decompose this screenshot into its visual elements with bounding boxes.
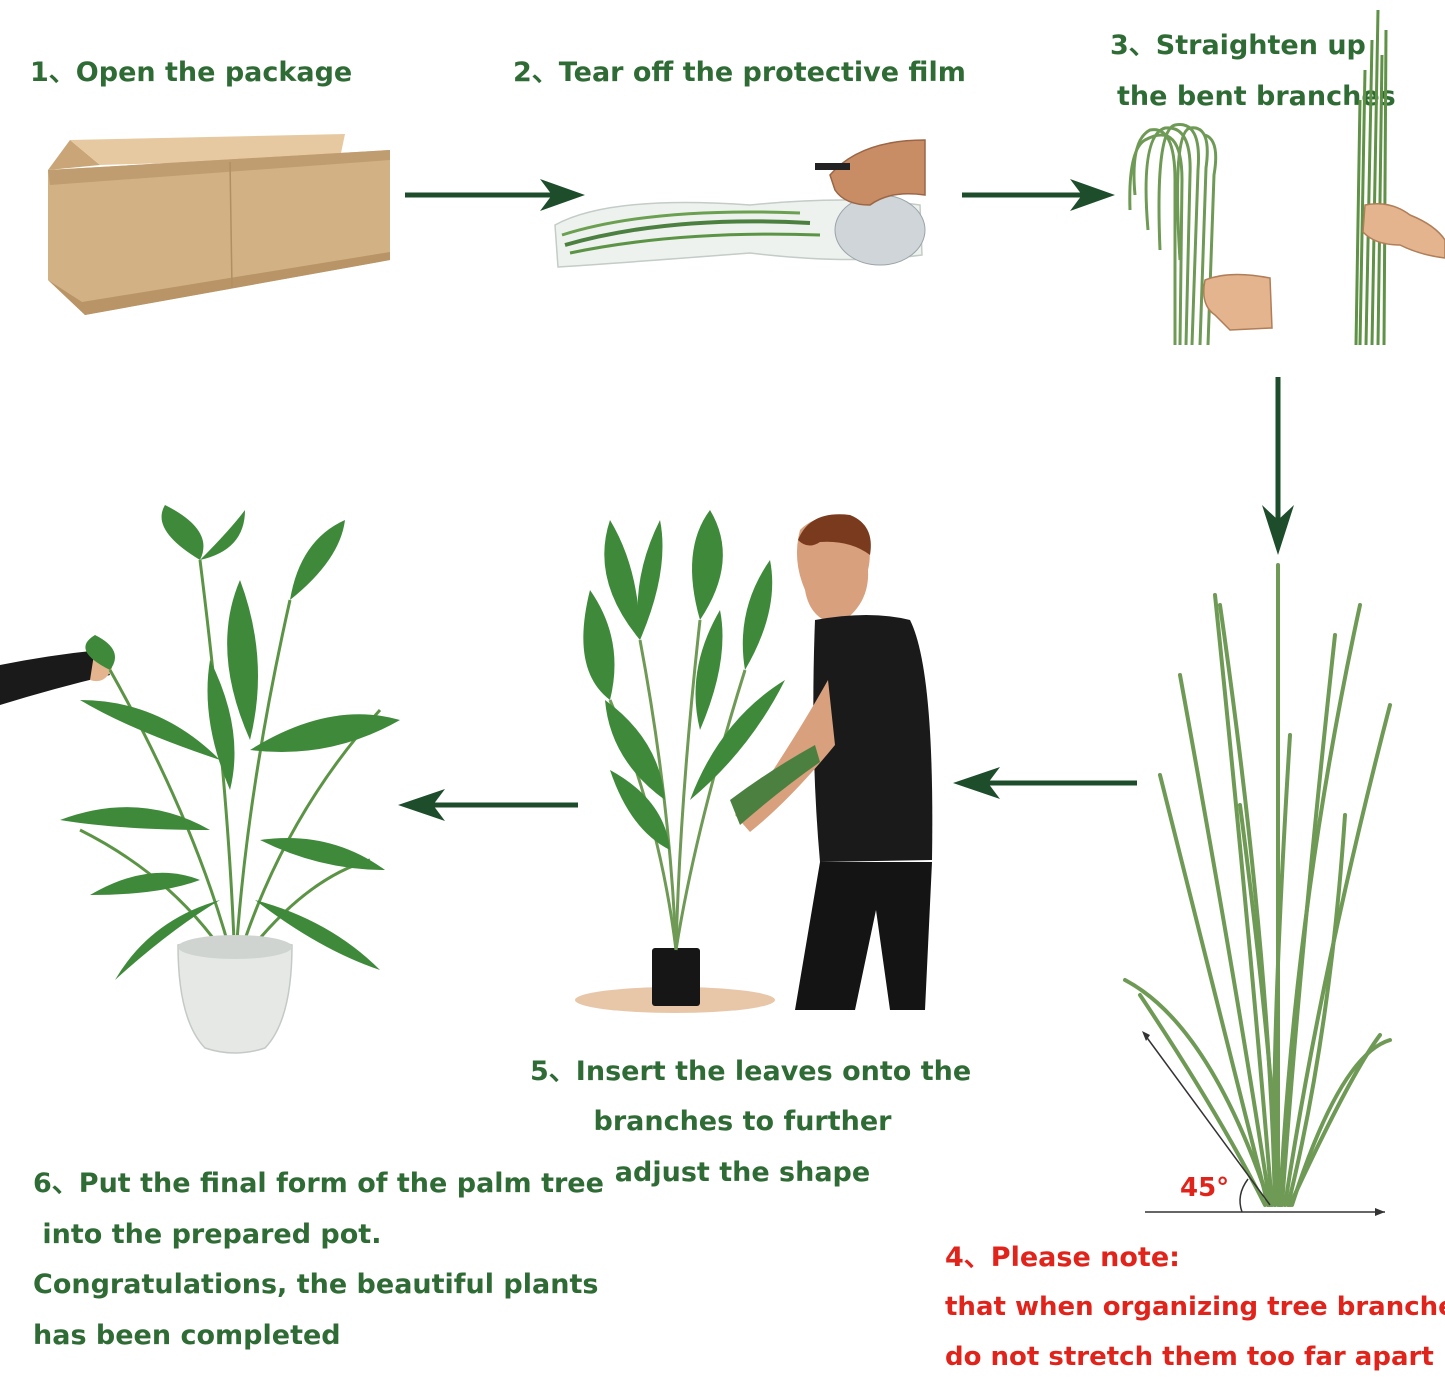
step-2-title: 2、Tear off the protective film xyxy=(513,57,966,88)
man-assembling-palm-image xyxy=(575,510,933,1013)
hands-straightening-branches-image xyxy=(1128,9,1445,346)
step-4-note-line2: do not stretch them too far apart xyxy=(945,1342,1434,1372)
step-5-title: 5、Insert the leaves onto the xyxy=(530,1056,972,1087)
step-6-title: 6、Put the final form of the palm tree xyxy=(33,1168,604,1199)
step-5-title-line3: adjust the shape xyxy=(614,1157,871,1188)
step-5-title-line2: branches to further xyxy=(593,1106,892,1137)
arrow-step5-to-step6 xyxy=(398,789,578,821)
step-6-title-line3: Congratulations, the beautiful plants xyxy=(33,1269,599,1300)
step-3-title-line2: the bent branches xyxy=(1117,81,1396,112)
step-4-title: 4、Please note: xyxy=(945,1242,1180,1273)
step-3-title: 3、Straighten up xyxy=(1110,30,1366,61)
arrow-step3-to-step4 xyxy=(1262,377,1294,555)
arrow-step4-to-step5 xyxy=(953,767,1137,799)
hand-tearing-film-image xyxy=(554,139,926,268)
step-6-title-line4: has been completed xyxy=(33,1320,341,1351)
angle-label: 45° xyxy=(1180,1173,1230,1203)
potted-palm-image xyxy=(0,505,400,1054)
arrow-step1-to-step2 xyxy=(405,179,585,211)
step-6-title-line2: into the prepared pot. xyxy=(33,1219,382,1250)
step-4-note-line1: that when organizing tree branches, xyxy=(945,1292,1445,1322)
cardboard-box-image xyxy=(48,134,390,315)
branches-angle-diagram xyxy=(1123,563,1392,1216)
arrow-step2-to-step3 xyxy=(962,179,1115,211)
step-1-title: 1、Open the package xyxy=(30,57,353,88)
